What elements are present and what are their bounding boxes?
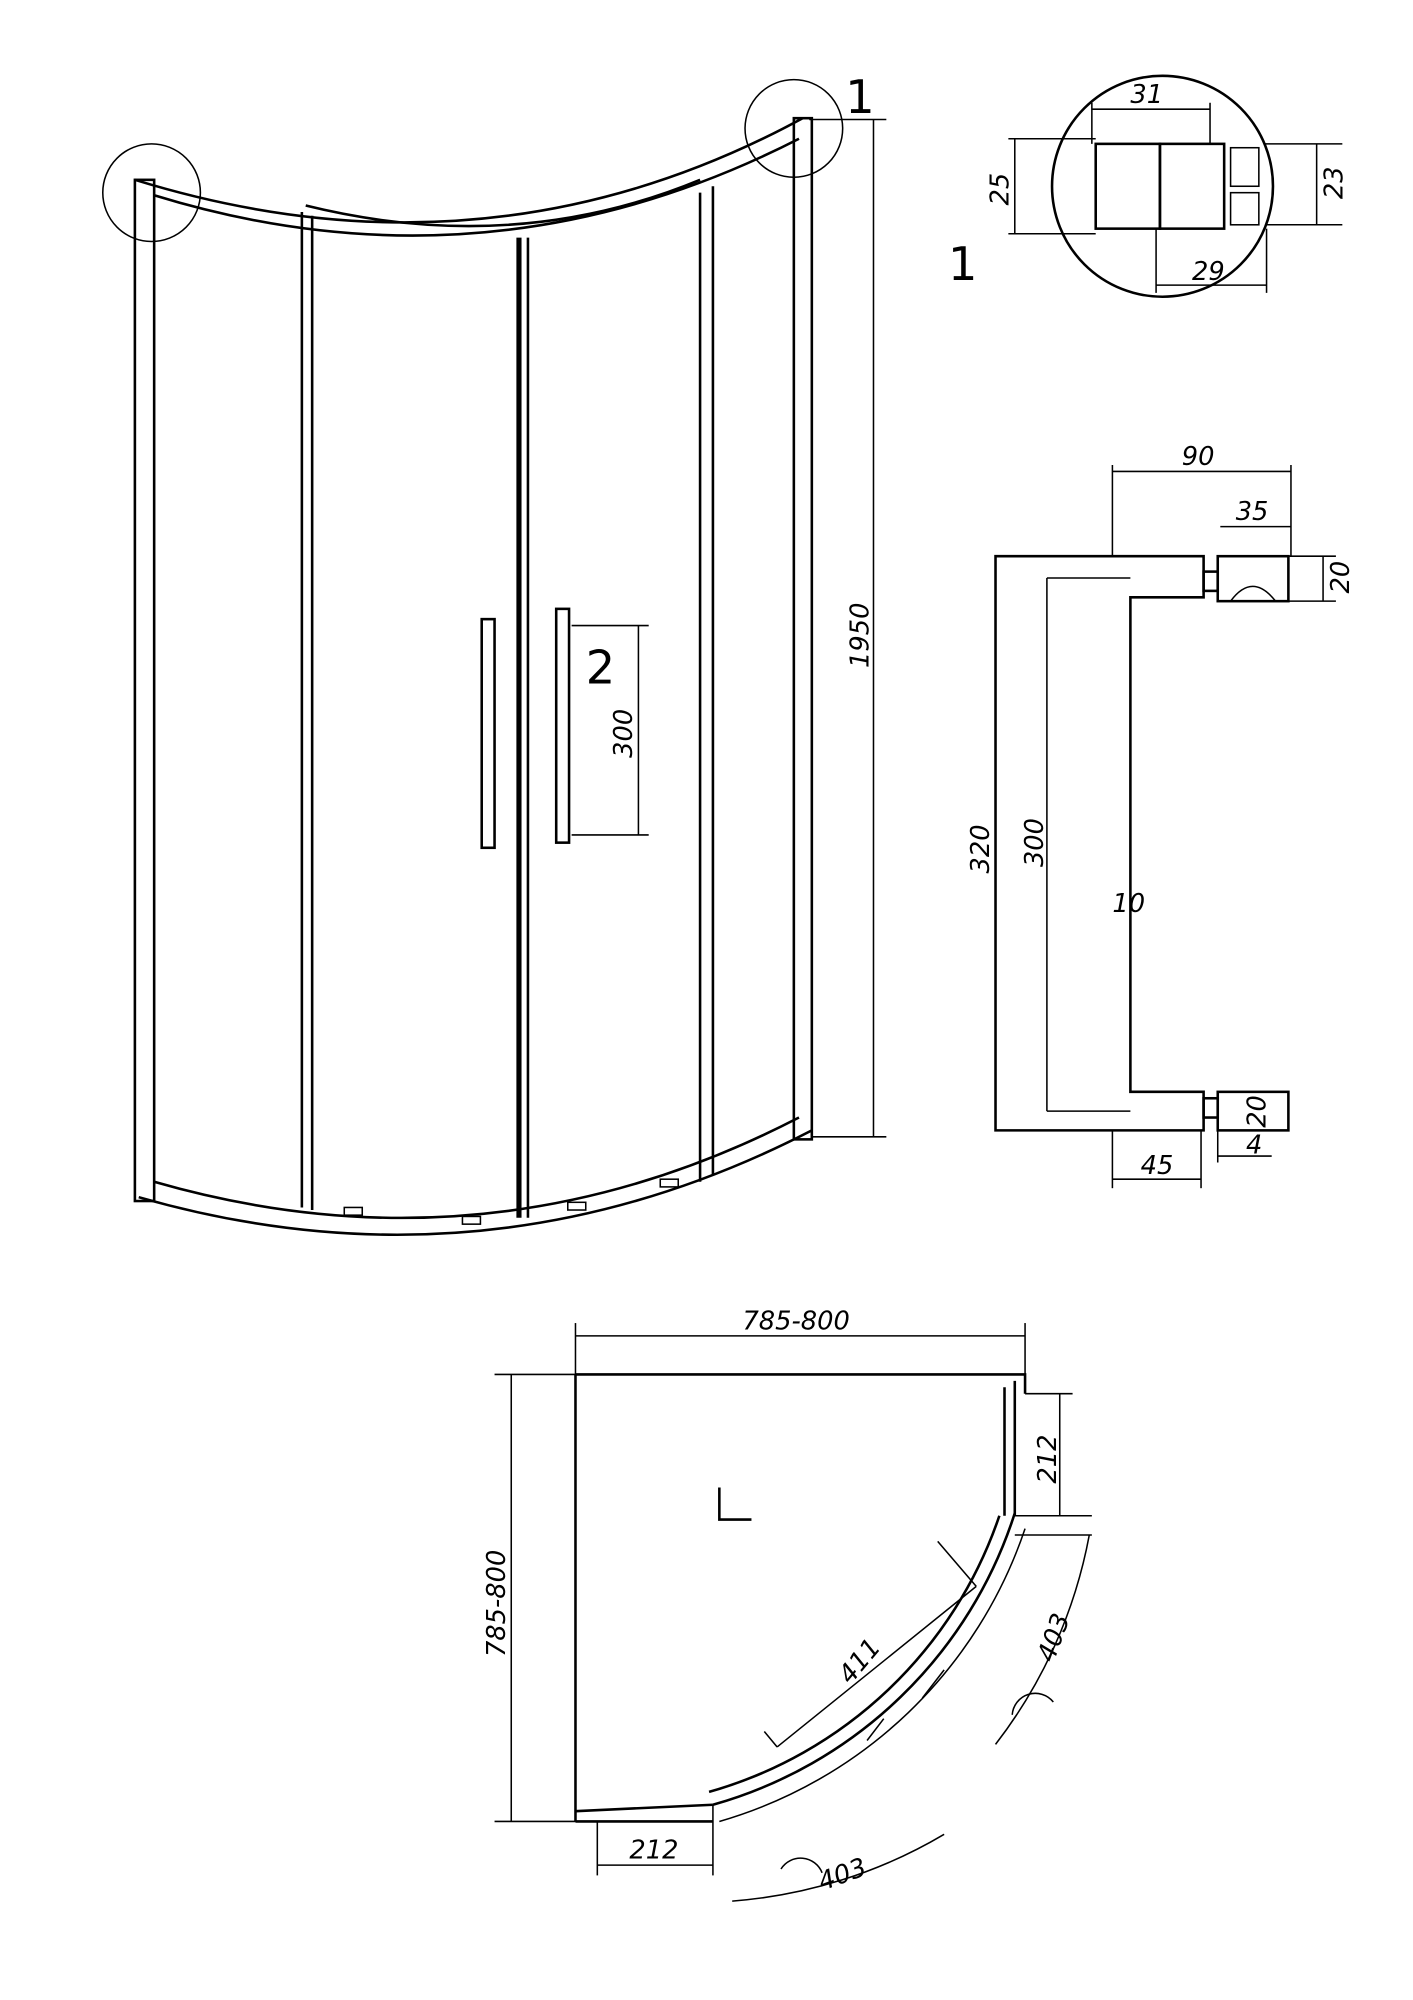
- profile-width-top: 31: [1130, 80, 1163, 110]
- handle-width: 90: [1182, 442, 1215, 472]
- mount-height-top: 20: [1326, 561, 1356, 594]
- detail-circle-left: [102, 143, 202, 243]
- fixed-panel-bottom-dim: 212: [629, 1836, 678, 1866]
- detail-ref-1: 1: [845, 70, 874, 124]
- profile-width-bottom: 29: [1192, 257, 1225, 287]
- shower-perspective: 1 1950 300 2: [102, 70, 887, 1237]
- handle-dimension: 300: [609, 709, 639, 758]
- detail-circle-right: [744, 78, 844, 179]
- profile-detail-ref: 1: [948, 237, 977, 291]
- plan-width-dimension: 785-800: [742, 1306, 849, 1336]
- detail-ref-2: 2: [586, 640, 615, 694]
- handle-thickness: 10: [1112, 889, 1145, 919]
- door-opening-right-dim: 403: [1032, 1610, 1077, 1666]
- profile-detail: 31 25 23 29 1: [948, 74, 1349, 299]
- handle-detail: 90 35 20 320 300 10 20 4 45: [966, 442, 1356, 1189]
- mount-width: 35: [1236, 497, 1269, 527]
- handle-right: [554, 607, 571, 844]
- door-opening-bottom-dim: 403: [814, 1852, 870, 1897]
- handle-inner-length: 300: [1020, 818, 1050, 867]
- fixed-panel-right-dim: 212: [1033, 1435, 1063, 1484]
- handle-outer-length: 320: [966, 824, 996, 873]
- handle-left: [480, 617, 496, 850]
- plan-depth-dimension: 785-800: [482, 1550, 512, 1657]
- mount-height-bottom: 20: [1242, 1095, 1272, 1128]
- profile-height-right: 23: [1319, 166, 1349, 199]
- plan-view: 785-800 785-800 212 212 411 403 403: [482, 1306, 1092, 1902]
- floor-marker: [718, 1487, 752, 1521]
- door-radius-dim: 411: [833, 1633, 887, 1690]
- profile-height-left: 25: [985, 173, 1015, 206]
- height-dimension: 1950: [845, 603, 875, 668]
- handle-depth: 45: [1141, 1151, 1174, 1181]
- mount-gap: 4: [1246, 1131, 1262, 1161]
